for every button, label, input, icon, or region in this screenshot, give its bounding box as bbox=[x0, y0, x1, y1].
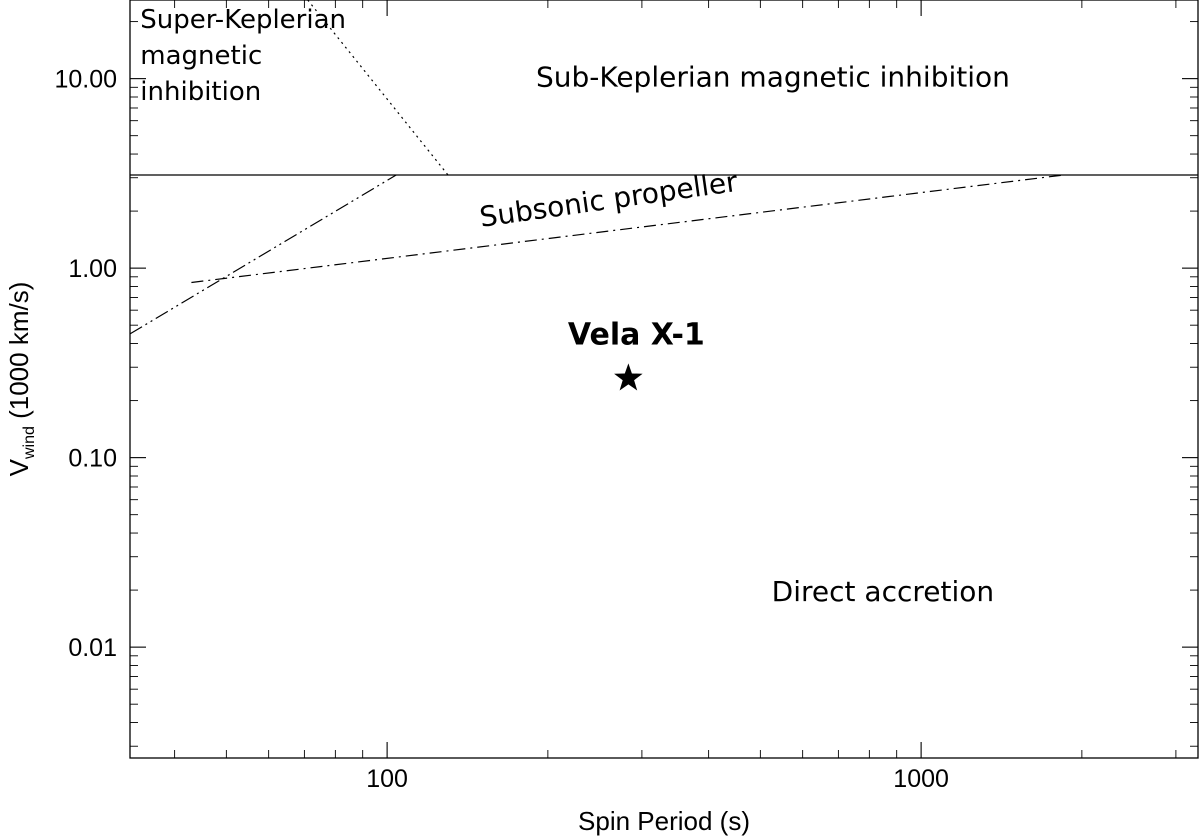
region-label-line: Sub-Keplerian magnetic inhibition bbox=[536, 60, 1010, 93]
region-labels: Super-Keplerian magnetic inhibition Sub-Kep… bbox=[140, 5, 1010, 608]
y-tick-label: 0.01 bbox=[68, 634, 117, 662]
boundary-line-dash-dot-dot bbox=[129, 174, 397, 335]
x-axis-label: Spin Period (s) bbox=[578, 806, 750, 836]
x-tick-label: 1000 bbox=[893, 765, 949, 793]
boundary-lines bbox=[129, 0, 1198, 335]
region-label-line: Super-Keplerian bbox=[140, 5, 346, 35]
region-label-sub-keplerian: Sub-Keplerian magnetic inhibition bbox=[536, 60, 1010, 93]
y-tick-label: 10.00 bbox=[54, 66, 117, 94]
plot-frame bbox=[129, 0, 1199, 759]
y-axis-label: Vwind (1000 km/s) bbox=[4, 282, 38, 477]
data-points: Vela X-1 bbox=[568, 317, 705, 391]
region-label-direct-accretion: Direct accretion bbox=[772, 575, 994, 608]
region-label-line: inhibition bbox=[140, 77, 261, 107]
region-label-line: magnetic bbox=[140, 41, 262, 71]
vela-x1-star-marker bbox=[614, 363, 643, 391]
boundary-line-dash-dot bbox=[191, 174, 1064, 284]
y-tick-label: 1.00 bbox=[68, 255, 117, 283]
axis-ticks: 100 1000 0.01 0.10 1.00 10.00 bbox=[54, 0, 1198, 793]
point-label: Vela X-1 bbox=[568, 317, 705, 352]
boundary-line-dotted bbox=[307, 0, 449, 176]
region-label-line: Direct accretion bbox=[772, 575, 994, 608]
region-label-super-keplerian: Super-Keplerian magnetic inhibition bbox=[140, 5, 346, 107]
y-tick-label: 0.10 bbox=[68, 445, 117, 473]
x-tick-label: 100 bbox=[366, 765, 408, 793]
